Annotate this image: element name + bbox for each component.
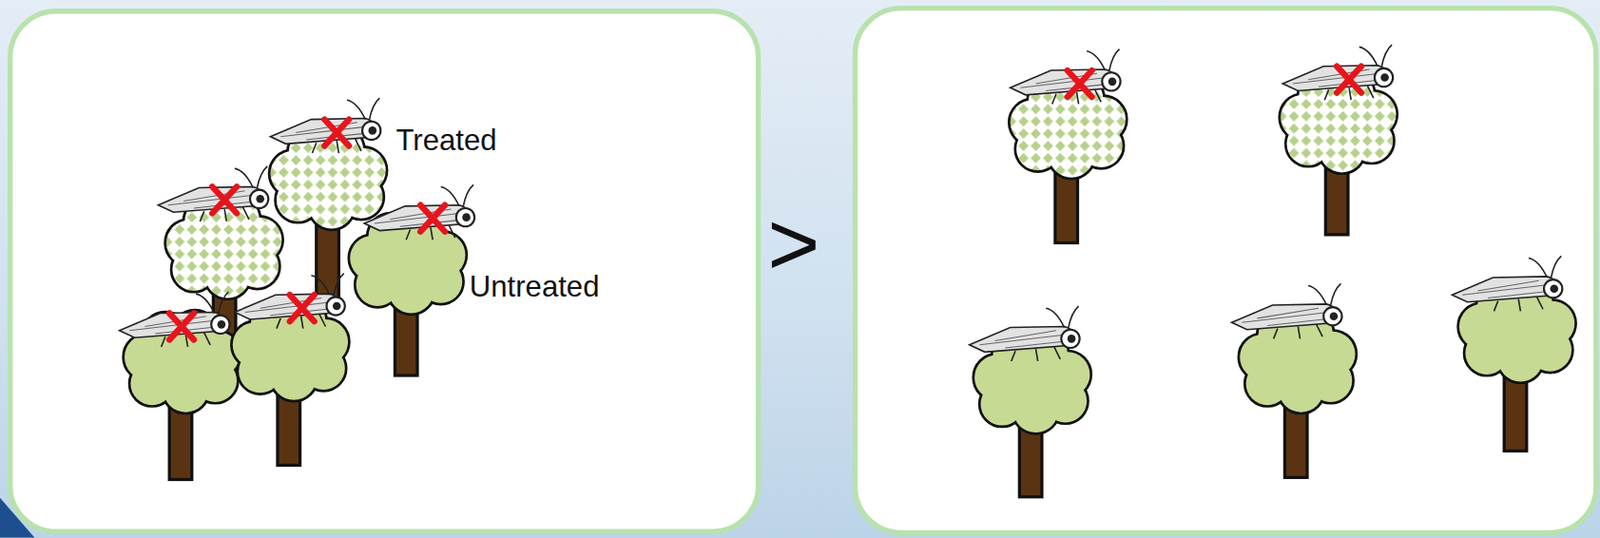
treated-label: Treated (395, 125, 497, 155)
left-panel (10, 11, 759, 532)
tree-spread (969, 44, 1576, 498)
tree-cluster (119, 97, 476, 480)
untreated-tree (119, 291, 241, 481)
right-panel (855, 8, 1597, 534)
untreated-tree (349, 184, 475, 376)
greater-than-sign: > (767, 198, 820, 289)
treated-tree (1280, 44, 1396, 235)
untreated-tree (1451, 255, 1575, 451)
untreated-tree (969, 306, 1091, 498)
treated-tree (1010, 49, 1126, 244)
untreated-tree (1232, 283, 1356, 478)
untreated-label: Untreated (469, 272, 600, 303)
untreated-tree (232, 273, 348, 466)
